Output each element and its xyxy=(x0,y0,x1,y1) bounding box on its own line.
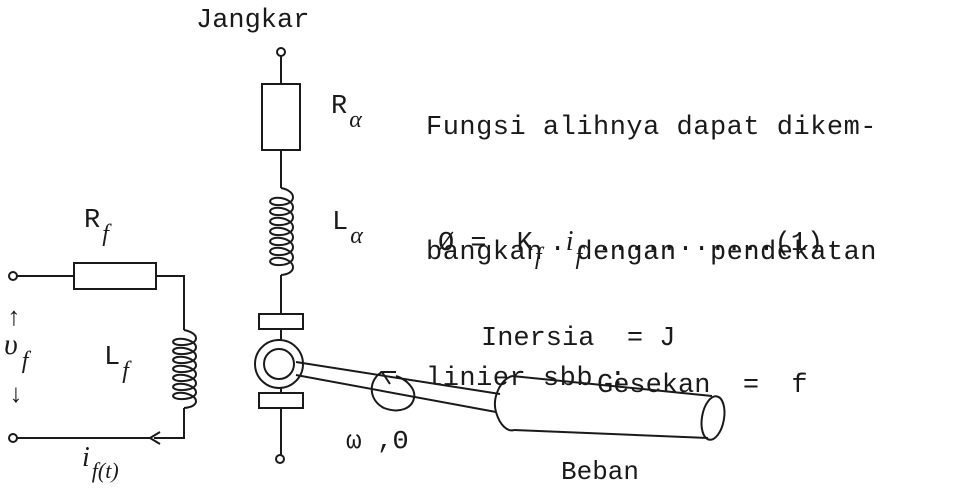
paragraph-text: Fungsi alihnya dapat dikem- bangkan deng… xyxy=(426,24,877,484)
armature-resistor-subscript: α xyxy=(349,107,362,133)
load-cylinder xyxy=(494,375,515,432)
inertia-label: Inersia = J xyxy=(481,324,676,354)
field-current-subscript: f(t) xyxy=(91,458,119,483)
equation-dots: ........... xyxy=(580,229,775,259)
armature-bottom-terminal xyxy=(275,454,285,464)
load-end-face xyxy=(700,395,726,441)
field-wire-bottom-right xyxy=(154,408,185,439)
equation-i-subscript: f xyxy=(575,244,583,270)
field-bottom-terminal xyxy=(8,433,18,443)
field-inductor-label: Lf xyxy=(104,343,129,384)
lower-brush xyxy=(258,392,304,409)
shaft-lower-edge xyxy=(295,374,497,413)
field-current-label: if(t) xyxy=(82,442,119,482)
armature-inductor-label: Lα xyxy=(332,208,363,249)
paragraph-line-2: bangkan dengan pendekatan xyxy=(426,238,877,269)
friction-label: Gesekan = f xyxy=(597,371,808,401)
load-top-edge xyxy=(511,375,713,397)
field-voltage-subscript: f xyxy=(21,348,29,374)
field-top-terminal xyxy=(8,271,18,281)
equation-number: (1) xyxy=(774,229,824,259)
paragraph-line-1: Fungsi alihnya dapat dikem- xyxy=(426,112,877,143)
equation-K-subscript: f xyxy=(534,244,542,270)
armature-resistor-label: Rα xyxy=(331,92,362,133)
field-voltage-symbol: υ xyxy=(4,328,18,361)
shaft-upper-edge xyxy=(295,361,501,395)
field-resistor xyxy=(73,262,157,290)
motor-armature xyxy=(254,339,304,389)
armature-inductor-symbol: L xyxy=(332,208,349,238)
equation-K: K xyxy=(516,229,533,259)
armature-top-terminal xyxy=(276,47,286,57)
load-label: Beban xyxy=(561,457,640,487)
motor-rotor-inner xyxy=(263,348,295,380)
equation-phi: Ø = xyxy=(438,229,487,259)
field-inductor-symbol: L xyxy=(104,343,121,373)
field-resistor-symbol: R xyxy=(84,206,101,236)
field-resistor-label: Rf xyxy=(84,206,109,247)
field-current-symbol: i xyxy=(82,442,90,473)
field-inductor-subscript: f xyxy=(122,358,129,384)
armature-inductor-coil xyxy=(269,187,294,276)
field-voltage-arrow-up: ↑ xyxy=(6,303,22,333)
rotation-arrowhead xyxy=(380,371,396,385)
field-resistor-subscript: f xyxy=(102,221,109,247)
field-wire-top-right xyxy=(156,275,185,330)
equation-i: i xyxy=(565,226,574,257)
equation-dot: . xyxy=(549,229,566,259)
armature-resistor-symbol: R xyxy=(331,92,348,122)
armature-inductor-subscript: α xyxy=(350,223,363,249)
armature-label: Jangkar xyxy=(196,6,310,36)
paragraph-line-3: linier sbb : xyxy=(426,363,627,394)
rotation-arrow xyxy=(370,371,416,412)
load-bottom-edge xyxy=(513,429,709,439)
flux-equation: Ø = Kf.if ...........(1) xyxy=(438,226,824,270)
field-voltage-arrow-down: ↓ xyxy=(8,380,24,410)
rotation-label: ω ,Θ xyxy=(346,426,409,456)
field-inductor-coil xyxy=(172,329,197,409)
armature-resistor xyxy=(261,83,301,151)
upper-brush xyxy=(258,313,304,330)
